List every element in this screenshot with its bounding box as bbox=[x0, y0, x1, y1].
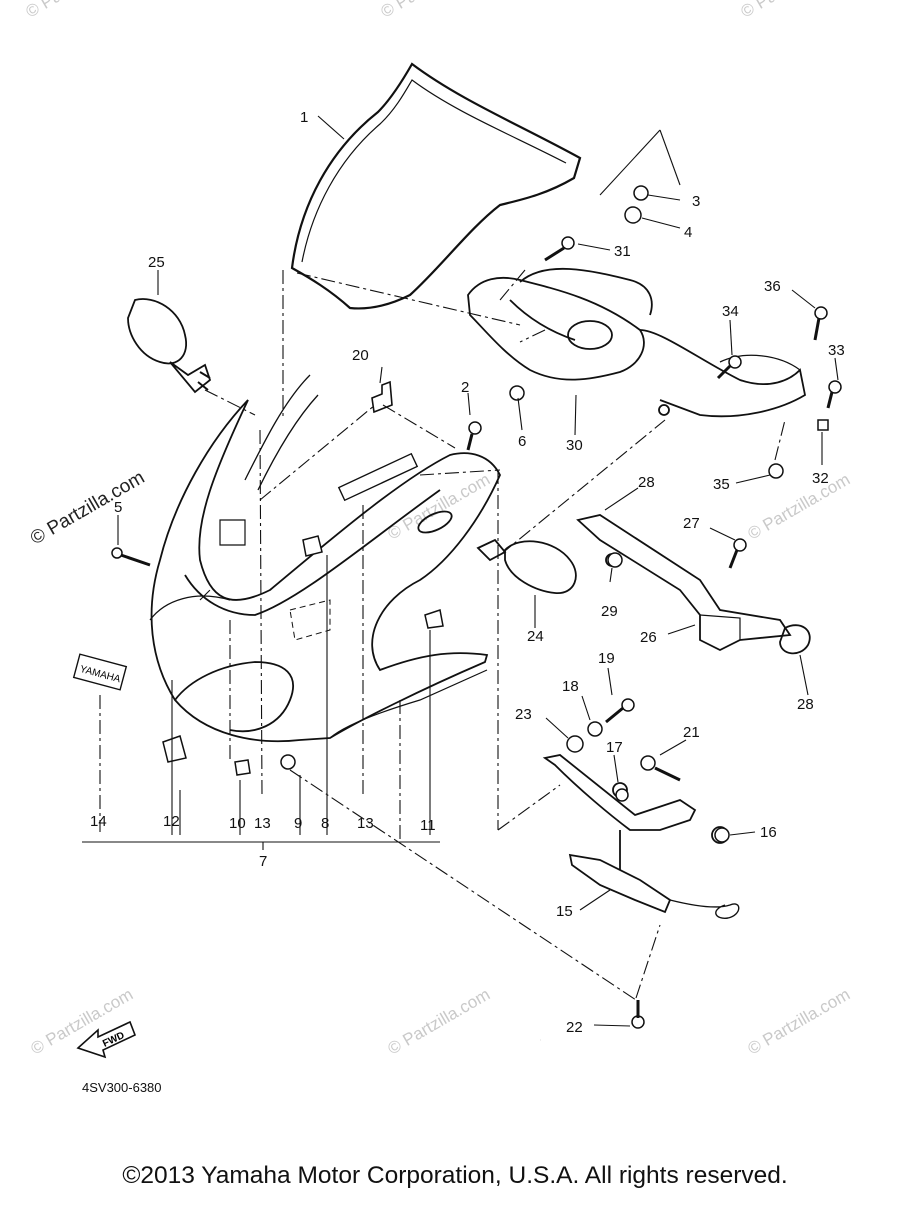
callout-14: 14 bbox=[90, 813, 107, 830]
cowling-stay bbox=[576, 514, 811, 655]
callout-16: 16 bbox=[760, 824, 777, 841]
watermark-mid-left: © Partzilla.com bbox=[27, 467, 148, 549]
watermark-low-center: © Partzilla.com bbox=[385, 985, 494, 1059]
diagram-reference: 4SV300-6380 bbox=[82, 1080, 162, 1095]
callout-33: 33 bbox=[828, 342, 845, 359]
callout-25: 25 bbox=[148, 254, 165, 271]
callout-24: 24 bbox=[527, 628, 544, 645]
windshield bbox=[290, 62, 582, 310]
upper-cowling bbox=[149, 374, 501, 743]
watermark-low-right: © Partzilla.com bbox=[745, 985, 854, 1059]
callout-9: 9 bbox=[294, 815, 302, 832]
callout-26: 26 bbox=[640, 629, 657, 646]
callout-1: 1 bbox=[300, 109, 308, 126]
callout-23: 23 bbox=[515, 706, 532, 723]
reference-lines bbox=[99, 269, 786, 1001]
lower-stay bbox=[542, 754, 740, 919]
callout-28-top: 28 bbox=[638, 474, 655, 491]
callout-27: 27 bbox=[683, 515, 700, 532]
watermark-top-center: © Partzilla.com bbox=[378, 0, 487, 21]
callout-3: 3 bbox=[692, 193, 700, 210]
callout-5: 5 bbox=[114, 499, 122, 516]
leader-lines bbox=[82, 115, 839, 1027]
small-fasteners bbox=[111, 535, 444, 776]
mirror-right bbox=[476, 538, 577, 594]
callout-19: 19 bbox=[598, 650, 615, 667]
callout-17: 17 bbox=[606, 739, 623, 756]
bracket-20 bbox=[371, 380, 393, 414]
callout-21: 21 bbox=[683, 724, 700, 741]
callout-13-left: 13 bbox=[254, 815, 271, 832]
callout-28-bottom: 28 bbox=[797, 696, 814, 713]
callout-labels: 1 2 3 4 5 6 7 8 9 10 11 12 13 13 14 15 1… bbox=[90, 109, 845, 1036]
watermark-mid-right: © Partzilla.com bbox=[745, 470, 854, 544]
callout-6: 6 bbox=[518, 433, 526, 450]
yamaha-emblem-text: YAMAHA bbox=[79, 664, 122, 685]
callout-4: 4 bbox=[684, 224, 692, 241]
callout-13-right: 13 bbox=[357, 815, 374, 832]
callout-35: 35 bbox=[713, 476, 730, 493]
callout-29: 29 bbox=[601, 603, 618, 620]
watermark-top-left: © Partzilla.com bbox=[23, 0, 132, 21]
meter-housing bbox=[467, 267, 807, 418]
callout-10: 10 bbox=[229, 815, 246, 832]
watermark-top-right: © Partzilla.com bbox=[738, 0, 847, 21]
callout-30: 30 bbox=[566, 437, 583, 454]
yamaha-emblem: YAMAHA bbox=[72, 653, 128, 691]
callout-32: 32 bbox=[812, 470, 829, 487]
callout-36: 36 bbox=[764, 278, 781, 295]
callout-34: 34 bbox=[722, 303, 739, 320]
callout-18: 18 bbox=[562, 678, 579, 695]
callout-31: 31 bbox=[614, 243, 631, 260]
callout-2: 2 bbox=[461, 379, 469, 396]
callout-11: 11 bbox=[420, 817, 436, 834]
callout-8: 8 bbox=[321, 815, 329, 832]
watermark-mid-center: © Partzilla.com bbox=[385, 470, 494, 544]
callout-20: 20 bbox=[352, 347, 369, 364]
callout-12: 12 bbox=[163, 813, 180, 830]
callout-22: 22 bbox=[566, 1019, 583, 1036]
callout-7: 7 bbox=[259, 853, 267, 870]
mirror-left bbox=[127, 298, 212, 394]
bolts-and-nuts bbox=[466, 185, 842, 1029]
callout-15: 15 bbox=[556, 903, 573, 920]
copyright-notice: ©2013 Yamaha Motor Corporation, U.S.A. A… bbox=[122, 1162, 788, 1189]
